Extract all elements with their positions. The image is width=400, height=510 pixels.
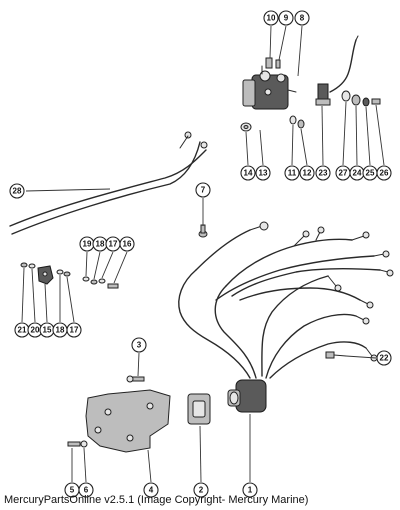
callout-12: 12	[299, 165, 315, 181]
callout-7: 7	[195, 182, 211, 198]
callout-14-label: 14	[244, 169, 253, 178]
callout-15-label: 15	[43, 326, 52, 335]
callout-18-lower-label: 18	[56, 326, 65, 335]
callout-11: 11	[284, 165, 300, 181]
solenoid-screw	[265, 57, 281, 69]
screw-22	[325, 351, 347, 359]
terminal-hardware	[341, 90, 381, 107]
terminal-wire	[329, 35, 359, 93]
callout-23: 23	[315, 165, 331, 181]
starter-solenoid	[242, 65, 297, 110]
callout-17-lower-label: 17	[70, 326, 79, 335]
callout-18-lower: 18	[52, 322, 68, 338]
callout-25-label: 25	[366, 169, 375, 178]
callout-6: 6	[78, 482, 94, 498]
terminal-block	[315, 83, 331, 106]
callout-20: 20	[27, 322, 43, 338]
callout-12-label: 12	[303, 169, 312, 178]
callout-18-upper-label: 18	[96, 240, 105, 249]
callout-23-label: 23	[319, 169, 328, 178]
callout-26: 26	[376, 165, 392, 181]
callout-24-label: 24	[353, 169, 362, 178]
callout-7-label: 7	[201, 186, 206, 195]
grommet-plate	[187, 393, 211, 425]
callout-11-label: 11	[288, 169, 297, 178]
callout-4: 4	[143, 482, 159, 498]
callout-1: 1	[242, 482, 258, 498]
small-bracket	[37, 265, 54, 285]
callout-27: 27	[335, 165, 351, 181]
callout-9: 9	[278, 10, 294, 26]
callout-2-label: 2	[199, 486, 204, 495]
solenoid-hardware	[240, 115, 305, 132]
callout-22-label: 22	[380, 354, 389, 363]
battery-lead	[9, 131, 208, 235]
callout-8-label: 8	[300, 14, 305, 23]
callout-28: 28	[9, 183, 25, 199]
bracket-hardware	[20, 262, 119, 289]
callout-19-label: 19	[83, 240, 92, 249]
callout-13: 13	[255, 165, 271, 181]
callout-16: 16	[119, 236, 135, 252]
callout-19: 19	[79, 236, 95, 252]
callout-18-upper: 18	[92, 236, 108, 252]
callout-5-label: 5	[70, 486, 75, 495]
callout-14: 14	[240, 165, 256, 181]
callout-1-label: 1	[248, 486, 253, 495]
mounting-bracket	[85, 389, 171, 453]
callout-17-upper-label: 17	[109, 240, 118, 249]
callout-2: 2	[193, 482, 209, 498]
callout-20-label: 20	[31, 326, 40, 335]
callout-26-label: 26	[380, 169, 389, 178]
callout-22: 22	[376, 350, 392, 366]
callout-13-label: 13	[259, 169, 268, 178]
leader-lines	[21, 25, 385, 483]
callout-24: 24	[349, 165, 365, 181]
callout-28-label: 28	[13, 187, 22, 196]
callout-3: 3	[131, 337, 147, 353]
callout-17-upper: 17	[105, 236, 121, 252]
callout-21: 21	[14, 322, 30, 338]
screw-3	[126, 375, 145, 383]
callout-10: 10	[263, 10, 279, 26]
callout-8: 8	[294, 10, 310, 26]
wiring-harness	[178, 221, 394, 379]
callout-25: 25	[362, 165, 378, 181]
screw-7	[198, 224, 208, 238]
callout-15: 15	[39, 322, 55, 338]
callout-21-label: 21	[18, 326, 27, 335]
callout-3-label: 3	[137, 341, 142, 350]
callout-10-label: 10	[267, 14, 276, 23]
callout-9-label: 9	[284, 14, 289, 23]
callout-4-label: 4	[149, 486, 154, 495]
harness-plug	[227, 379, 267, 413]
callout-6-label: 6	[84, 486, 89, 495]
callout-17-lower: 17	[66, 322, 82, 338]
copyright-caption: MercuryPartsOnline v2.5.1 (Image Copyrig…	[4, 494, 309, 506]
screw-5-washer-6	[67, 440, 88, 448]
callout-27-label: 27	[339, 169, 348, 178]
callout-16-label: 16	[123, 240, 132, 249]
